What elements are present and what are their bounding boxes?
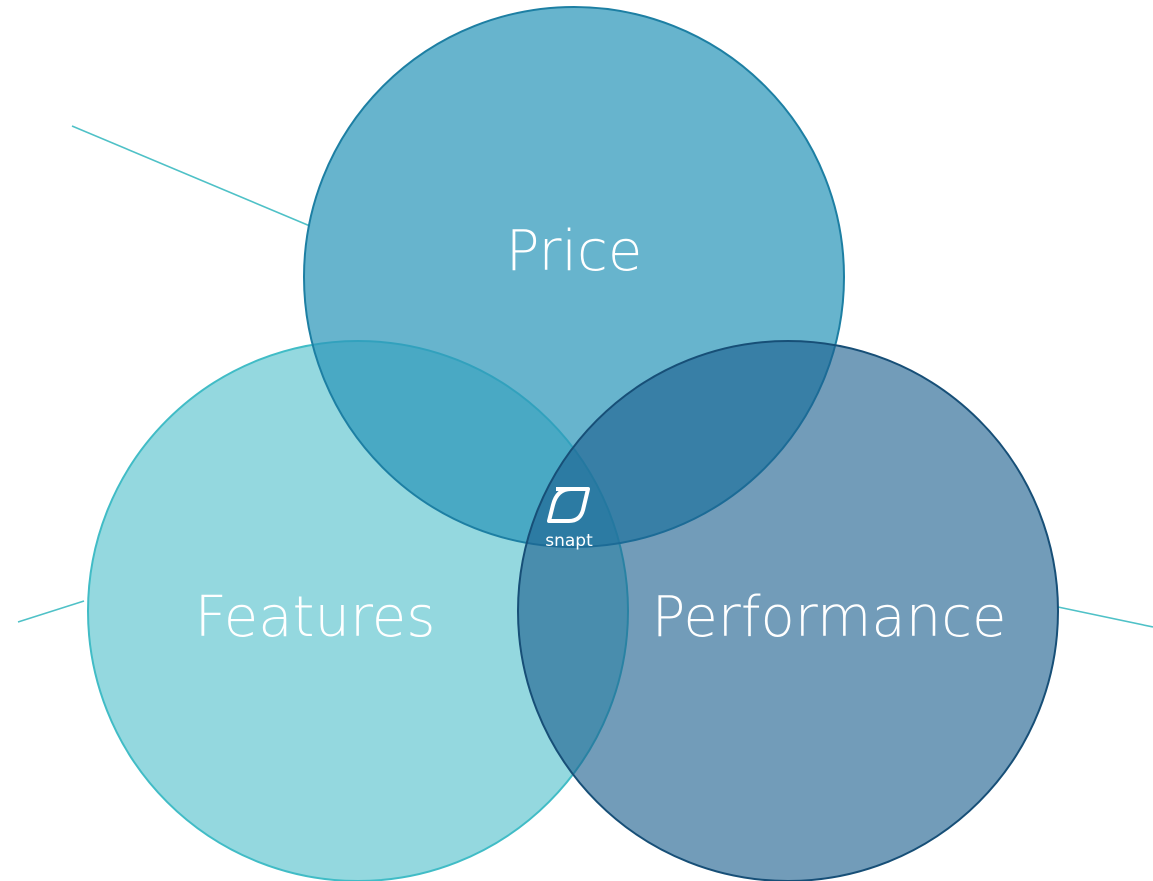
snapt-logo: snapt xyxy=(545,487,593,551)
performance-label: Performance xyxy=(652,585,1007,650)
connector-line-price xyxy=(71,125,311,227)
performance-circle xyxy=(517,340,1059,881)
connector-line-performance xyxy=(1057,606,1153,628)
features-label: Features xyxy=(195,585,436,650)
logo-wordmark: snapt xyxy=(545,531,593,551)
price-label: Price xyxy=(506,219,643,284)
connector-line-features xyxy=(17,600,85,623)
snapt-logo-icon xyxy=(547,487,590,523)
